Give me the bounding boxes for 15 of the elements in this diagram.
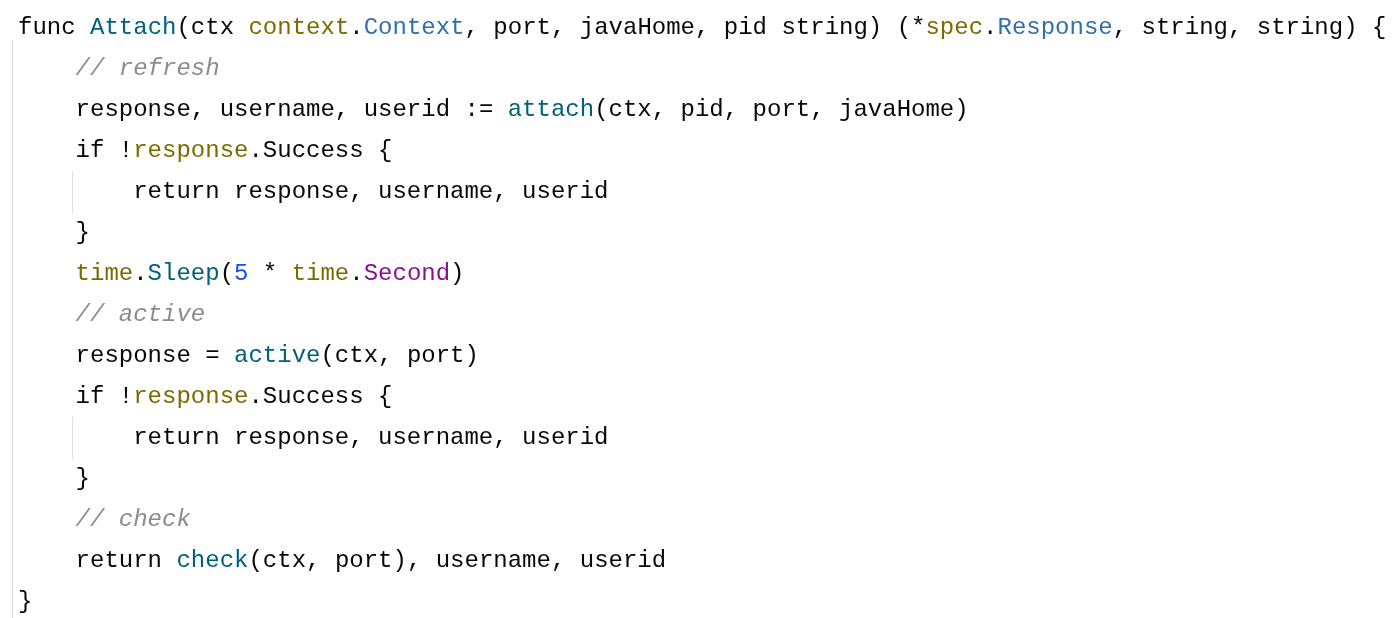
code-line: } [75,218,90,248]
code-comment: // check [75,505,191,535]
code-line: return check(ctx, port), username, userid [75,546,667,576]
code-line: if !response.Success { [75,136,393,166]
code-line: return response, username, userid [133,423,609,453]
code-line: if !response.Success { [75,382,393,412]
code-line: } [75,464,90,494]
code-comment: // refresh [75,54,220,84]
code-line: response, username, userid := attach(ctx, pid, port, javaHome) [75,95,969,125]
code-comment: // active [75,300,206,330]
code-line: } [18,587,33,617]
code-line: return response, username, userid [133,177,609,207]
code-line: response = active(ctx, port) [75,341,479,371]
code-line: time.Sleep(5 * time.Second) [75,259,465,289]
code-line: func Attach(ctx context.Context, port, javaHome, pid string) (*spec.Response, string, string) { [18,13,1387,43]
